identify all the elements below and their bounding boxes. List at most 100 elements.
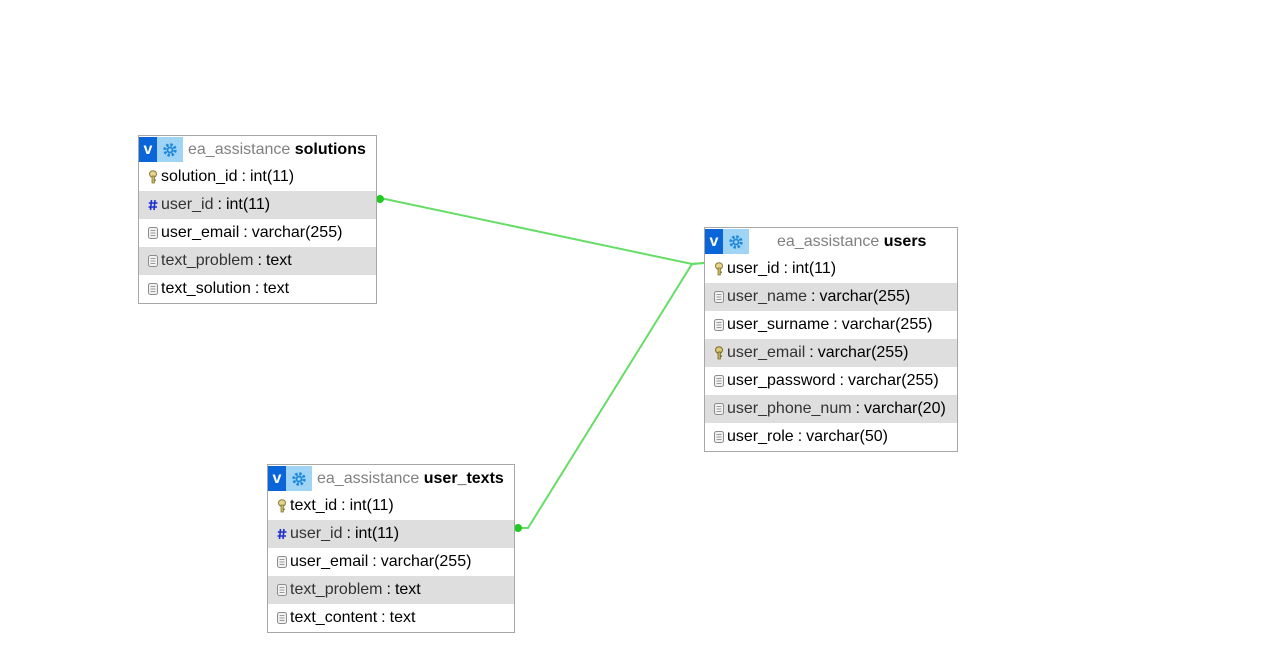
column-separator: : xyxy=(257,252,262,269)
column-name: user_phone_num xyxy=(727,400,852,417)
relation-dot-user-texts xyxy=(514,524,522,532)
column-row[interactable]: text_problem:text xyxy=(268,576,514,604)
table-user-texts[interactable]: v ea_assistance user_texts text_id:int(1… xyxy=(267,464,515,633)
column-row[interactable]: user_email:varchar(255) xyxy=(268,548,514,576)
v-toggle-icon[interactable]: v xyxy=(268,466,286,491)
column-name: text_problem xyxy=(290,581,383,598)
column-type: int(11) xyxy=(249,168,295,185)
column-separator: : xyxy=(254,280,260,297)
gear-icon[interactable] xyxy=(286,466,312,491)
table-name: users xyxy=(883,232,927,250)
column-separator: : xyxy=(797,428,803,445)
column-row[interactable]: user_id:int(11) xyxy=(268,520,514,548)
column-type: int(11) xyxy=(354,525,400,542)
column-type: varchar(50) xyxy=(806,428,888,445)
column-type: text xyxy=(394,581,421,598)
relation-line-user-texts-users[interactable] xyxy=(518,262,705,529)
column-row[interactable]: user_email:varchar(255) xyxy=(139,219,376,247)
foreign-key-hash-icon xyxy=(144,197,161,213)
column-name: solution_id xyxy=(161,168,238,185)
column-icon xyxy=(273,582,290,598)
column-row[interactable]: text_id:int(11) xyxy=(268,492,514,520)
table-name: solutions xyxy=(294,140,366,158)
column-row[interactable]: user_id:int(11) xyxy=(139,191,376,219)
column-list: user_id:int(11)user_name:varchar(255)use… xyxy=(705,255,957,451)
column-icon xyxy=(710,401,727,417)
table-header[interactable]: v ea_assistance user_texts xyxy=(268,465,514,492)
column-row[interactable]: user_name:varchar(255) xyxy=(705,283,957,311)
database-name: ea_assistance xyxy=(777,232,880,250)
column-name: user_password xyxy=(727,372,836,389)
column-name: user_role xyxy=(727,428,794,445)
table-header[interactable]: v ea_assistance users xyxy=(705,228,957,255)
column-icon xyxy=(273,610,290,626)
column-row[interactable]: text_problem:text xyxy=(139,247,376,275)
column-type: int(11) xyxy=(791,260,837,277)
table-users[interactable]: v ea_assistance users user_id:int(11)use… xyxy=(704,227,958,452)
column-row[interactable]: user_phone_num:varchar(20) xyxy=(705,395,957,423)
column-row[interactable]: user_surname:varchar(255) xyxy=(705,311,957,339)
column-separator: : xyxy=(341,497,346,514)
column-row[interactable]: text_solution:text xyxy=(139,275,376,303)
column-icon xyxy=(710,429,727,445)
column-name: user_id xyxy=(290,525,343,542)
column-type: varchar(255) xyxy=(847,372,939,389)
relation-dot-solutions xyxy=(376,195,384,203)
primary-key-icon xyxy=(144,169,161,185)
column-name: user_email xyxy=(727,344,806,361)
column-type: varchar(255) xyxy=(817,344,909,361)
column-icon xyxy=(710,289,727,305)
column-icon xyxy=(144,225,161,241)
column-list: solution_id:int(11)user_id:int(11)user_e… xyxy=(139,163,376,303)
column-row[interactable]: solution_id:int(11) xyxy=(139,163,376,191)
database-name: ea_assistance xyxy=(188,140,291,158)
column-type: varchar(255) xyxy=(380,553,472,570)
column-separator: : xyxy=(855,400,860,417)
table-header[interactable]: v ea_assistance solutions xyxy=(139,136,376,163)
column-row[interactable]: user_email:varchar(255) xyxy=(705,339,957,367)
column-list: text_id:int(11)user_id:int(11)user_email… xyxy=(268,492,514,632)
column-separator: : xyxy=(372,553,377,570)
table-title: ea_assistance solutions xyxy=(183,141,366,159)
v-toggle-icon[interactable]: v xyxy=(139,137,157,162)
v-toggle-icon[interactable]: v xyxy=(705,229,723,254)
column-icon xyxy=(144,281,161,297)
column-type: int(11) xyxy=(225,196,271,213)
relation-line-solutions-users[interactable] xyxy=(380,198,705,266)
column-name: text_id xyxy=(290,497,338,514)
gear-icon[interactable] xyxy=(157,137,183,162)
column-name: user_name xyxy=(727,288,808,305)
column-separator: : xyxy=(243,224,248,241)
column-separator: : xyxy=(346,525,351,542)
column-row[interactable]: user_password:varchar(255) xyxy=(705,367,957,395)
column-type: varchar(255) xyxy=(819,288,911,305)
gear-icon[interactable] xyxy=(723,229,749,254)
column-type: varchar(255) xyxy=(251,224,343,241)
column-icon xyxy=(710,373,727,389)
column-separator: : xyxy=(783,260,788,277)
column-type: int(11) xyxy=(349,497,394,514)
table-solutions[interactable]: v ea_assistance solutions solution_id:in… xyxy=(138,135,377,304)
column-type: text xyxy=(389,609,416,626)
column-name: user_id xyxy=(161,196,214,213)
column-separator: : xyxy=(386,581,391,598)
column-row[interactable]: user_role:varchar(50) xyxy=(705,423,957,451)
column-separator: : xyxy=(381,609,386,626)
column-type: varchar(20) xyxy=(864,400,946,417)
column-row[interactable]: text_content:text xyxy=(268,604,514,632)
column-separator: : xyxy=(811,288,816,305)
database-name: ea_assistance xyxy=(317,469,420,487)
column-name: user_email xyxy=(161,224,240,241)
column-type: text xyxy=(265,252,292,269)
table-title: ea_assistance user_texts xyxy=(312,470,504,488)
column-name: text_problem xyxy=(161,252,254,269)
column-icon xyxy=(144,253,161,269)
column-row[interactable]: user_id:int(11) xyxy=(705,255,957,283)
column-icon xyxy=(273,554,290,570)
column-name: user_surname xyxy=(727,316,830,333)
column-name: user_id xyxy=(727,260,780,277)
primary-key-icon xyxy=(273,498,290,514)
table-title: ea_assistance users xyxy=(749,233,926,251)
column-name: text_content xyxy=(290,609,378,626)
column-name: user_email xyxy=(290,553,369,570)
